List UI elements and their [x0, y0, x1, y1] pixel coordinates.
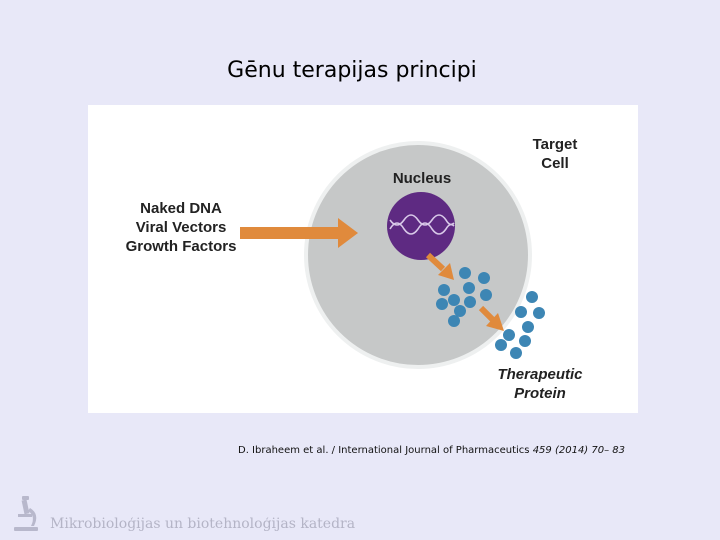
footer-department-text: Mikrobioloģijas un biotehnoloģijas kated…: [50, 516, 355, 532]
target-cell-label-line2: Cell: [541, 155, 569, 172]
input-label-growth-factors: Growth Factors: [126, 238, 237, 255]
input-arrow: [240, 218, 358, 248]
slide-title: Gēnu terapijas principi: [0, 58, 720, 83]
slide-title-text: Gēnu terapijas principi: [227, 58, 477, 83]
nucleus-label: Nucleus: [393, 170, 451, 187]
gene-therapy-figure: Nucleus Naked DNA Viral Vectors Growth F…: [88, 105, 638, 413]
gene-therapy-diagram: Nucleus Naked DNA Viral Vectors Growth F…: [88, 105, 638, 413]
protein-label-line2: Protein: [514, 385, 566, 402]
citation-reference: 459 (2014) 70– 83: [533, 445, 625, 456]
target-cell-label-line1: Target: [533, 136, 578, 153]
input-label-naked-dna: Naked DNA: [140, 200, 222, 217]
citation-text: D. Ibraheem et al. / International Journ…: [238, 445, 533, 456]
protein-label-line1: Therapeutic: [497, 366, 583, 383]
microscope-icon: [8, 494, 44, 534]
citation: D. Ibraheem et al. / International Journ…: [238, 445, 625, 456]
input-label-viral-vectors: Viral Vectors: [136, 219, 227, 236]
footer: Mikrobioloģijas un biotehnoloģijas kated…: [8, 494, 428, 534]
